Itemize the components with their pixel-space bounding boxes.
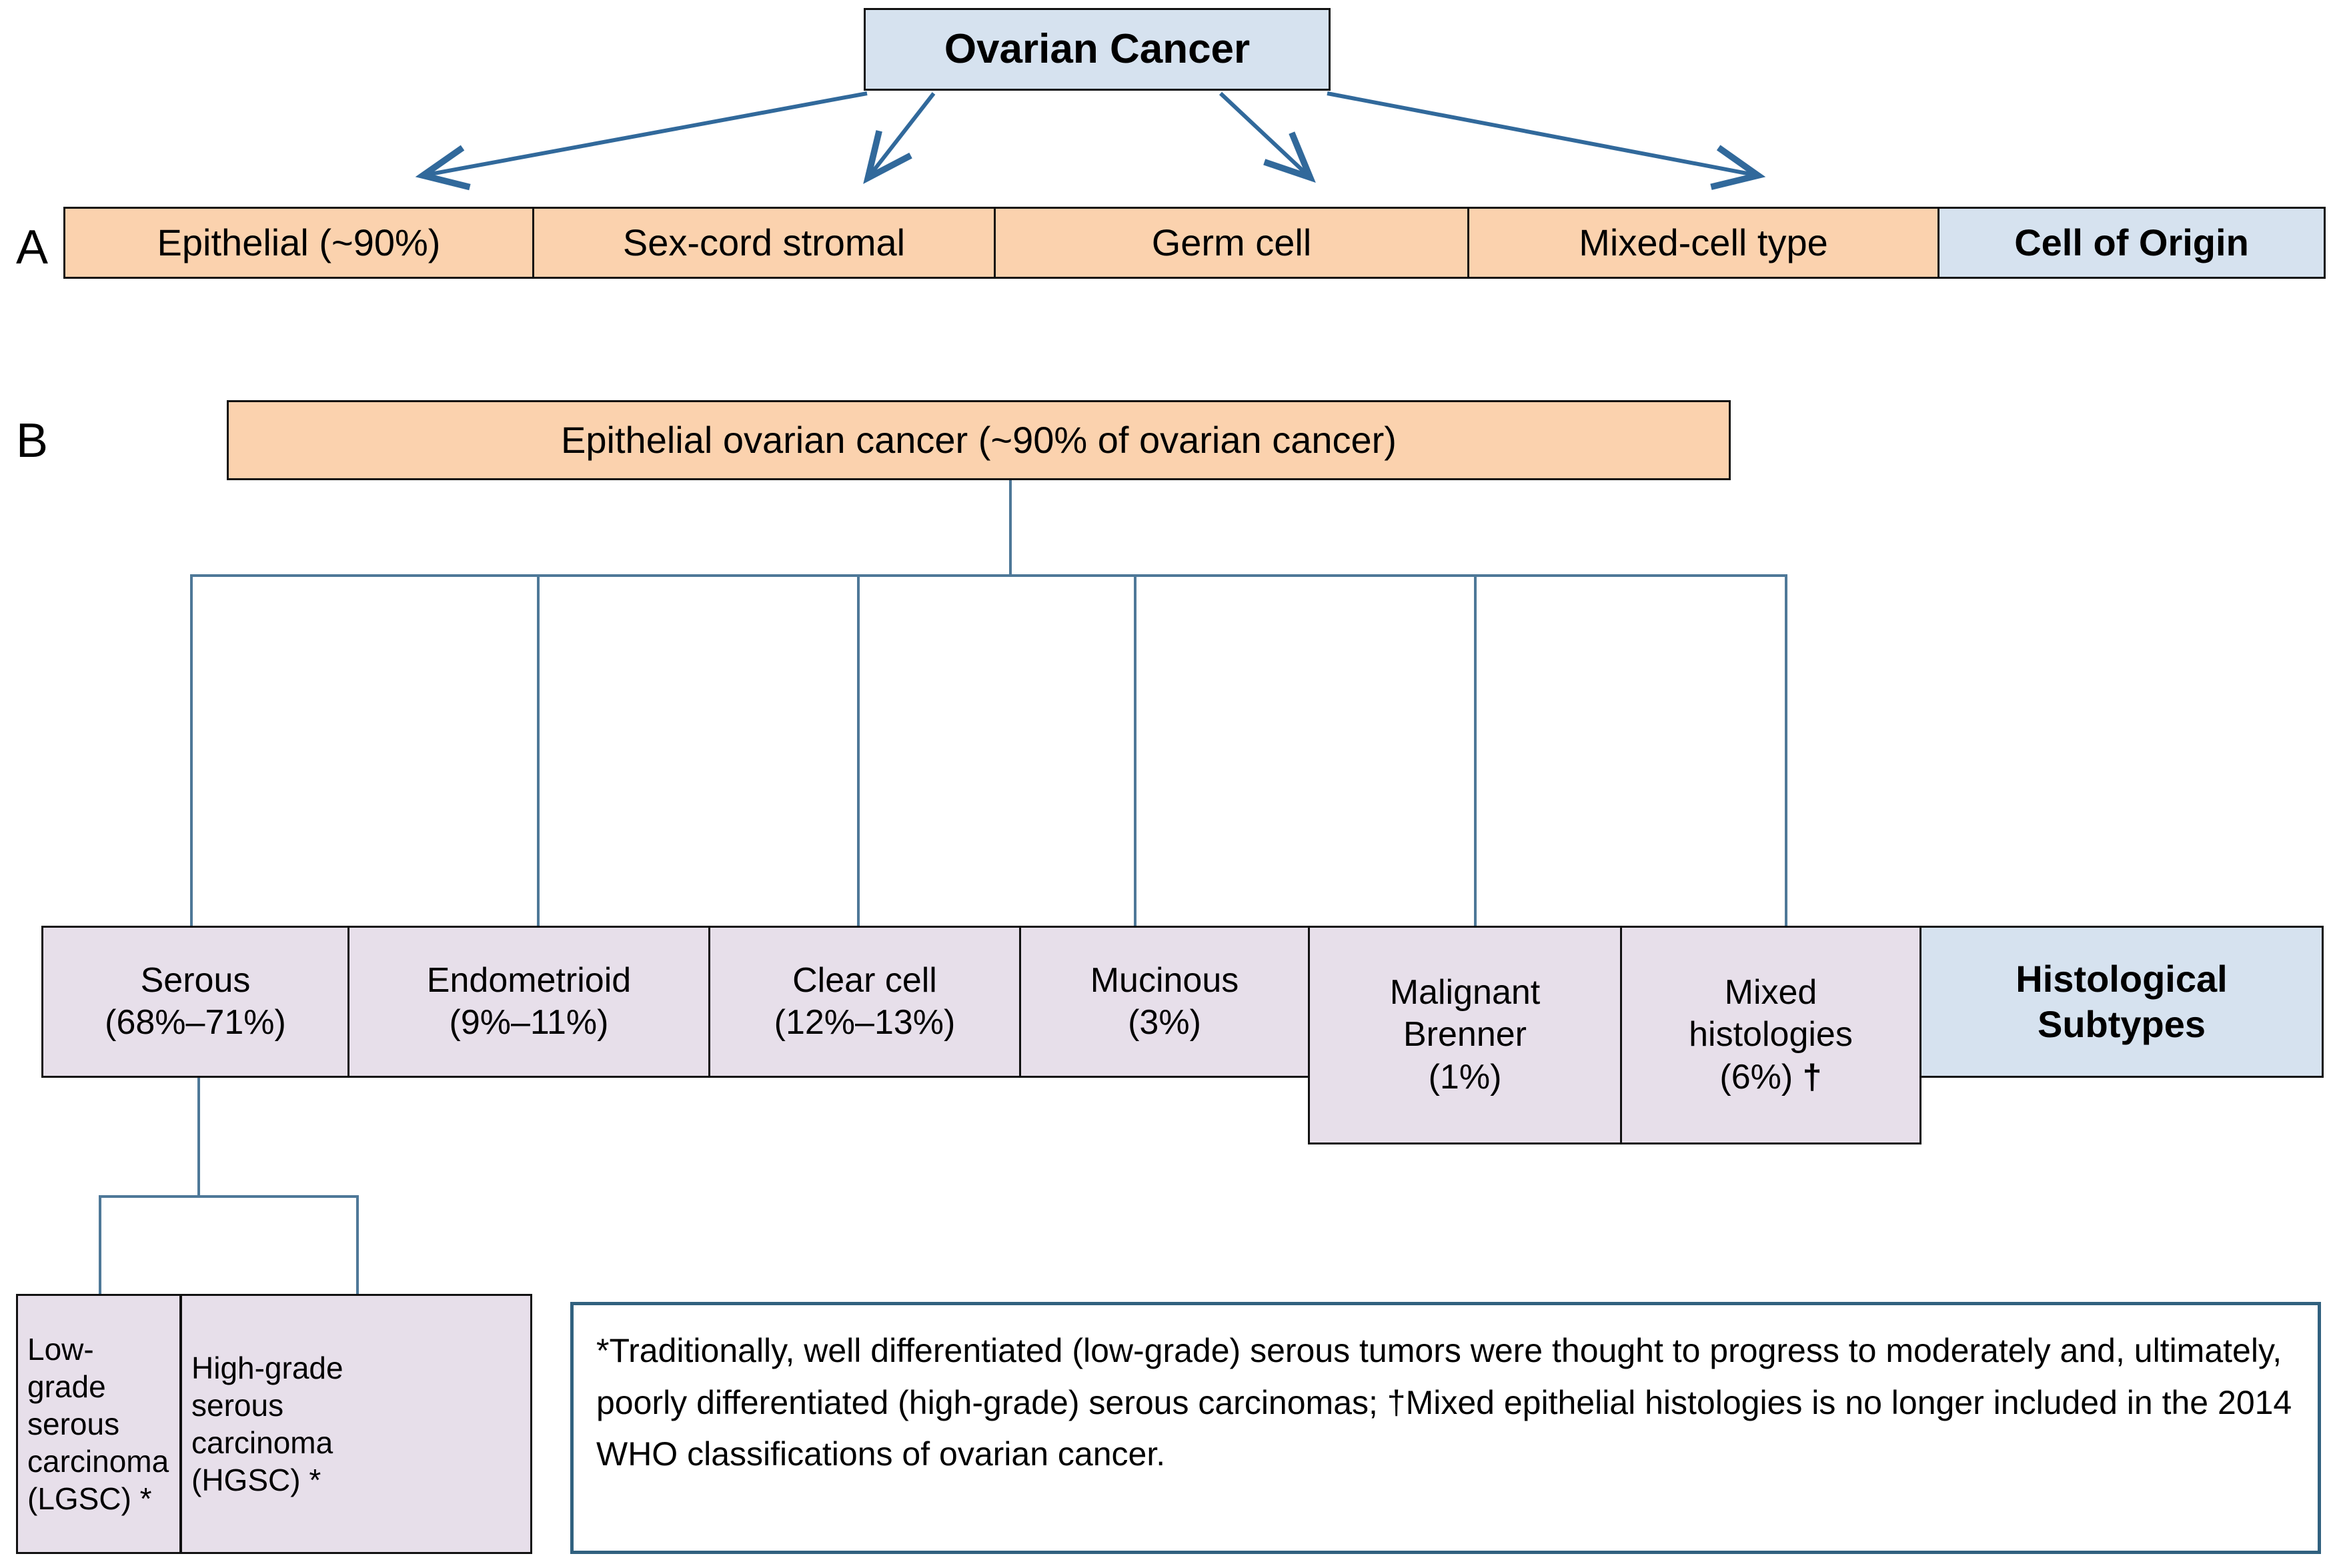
cell-of-origin-epithelial-label: Epithelial (~90%) — [157, 221, 441, 263]
cell-of-origin-mixed-cell-type: Mixed-cell type — [1467, 207, 1939, 279]
histological-subtypes-row-label-line2: Subtypes — [2037, 1003, 2206, 1045]
subtype-endometrioid: Endometrioid (9%–11%) — [347, 926, 710, 1078]
serous-grade-lgsc: Low-grade serous carcinoma (LGSC) * — [16, 1294, 181, 1554]
subtype-mucinous: Mucinous (3%) — [1019, 926, 1310, 1078]
subtype-clear-cell-name: Clear cell — [792, 960, 937, 1000]
connector-drop-mucinous — [1134, 574, 1136, 926]
subtype-endometrioid-pct: (9%–11%) — [449, 1003, 609, 1042]
cell-of-origin-row-label: Cell of Origin — [1937, 207, 2326, 279]
subtype-malignant-brenner-name: Malignant Brenner — [1389, 972, 1541, 1054]
serous-grade-lgsc-line2: serous — [27, 1406, 120, 1441]
subtype-clear-cell: Clear cell (12%–13%) — [708, 926, 1021, 1078]
footnote-text: *Traditionally, well differentiated (low… — [596, 1332, 2292, 1473]
epithelial-ovarian-cancer-header: Epithelial ovarian cancer (~90% of ovari… — [227, 400, 1731, 480]
subtype-serous-pct: (68%–71%) — [105, 1003, 286, 1042]
root-node-label: Ovarian Cancer — [944, 26, 1251, 73]
cell-of-origin-epithelial: Epithelial (~90%) — [63, 207, 534, 279]
serous-grade-lgsc-line4: (LGSC) * — [27, 1481, 152, 1517]
subtype-endometrioid-name: Endometrioid — [426, 960, 632, 1000]
arrow-to-mixed-cell-type — [1327, 91, 1766, 190]
panel-b-label: B — [16, 414, 49, 468]
subtype-mucinous-name: Mucinous — [1090, 960, 1239, 1000]
epithelial-ovarian-cancer-header-label: Epithelial ovarian cancer (~90% of ovari… — [561, 418, 1397, 461]
subtype-malignant-brenner-pct: (1%) — [1428, 1057, 1502, 1096]
subtype-serous-name: Serous — [140, 960, 251, 1000]
subtype-mucinous-pct: (3%) — [1128, 1003, 1201, 1042]
connector-drop-serous — [190, 574, 193, 926]
histological-subtypes-row-label-line1: Histological — [2016, 957, 2228, 1000]
subtype-mixed-histologies: Mixed histologies (6%) † — [1620, 926, 1921, 1144]
serous-grade-hgsc-line3: carcinoma — [191, 1425, 333, 1460]
connector-drop-clear-cell — [857, 574, 860, 926]
connector-drop-malignant-brenner — [1474, 574, 1477, 926]
cell-of-origin-mixed-cell-type-label: Mixed-cell type — [1579, 221, 1828, 263]
cell-of-origin-sex-cord-stromal-label: Sex-cord stromal — [622, 221, 906, 263]
connector-serous-stem — [197, 1078, 200, 1198]
subtype-mixed-histologies-name: Mixed histologies — [1689, 972, 1853, 1054]
cell-of-origin-germ-cell: Germ cell — [994, 207, 1469, 279]
subtype-mixed-histologies-pct-value: (6%) — [1719, 1057, 1793, 1096]
serous-grade-hgsc-line4: (HGSC) * — [191, 1463, 321, 1498]
connector-drop-lgsc — [99, 1195, 101, 1297]
connector-drop-hgsc — [356, 1195, 359, 1297]
histological-subtypes-row-label: Histological Subtypes — [1919, 926, 2324, 1078]
panel-a-label: A — [16, 221, 49, 274]
connector-serous-split-bus — [99, 1195, 359, 1198]
serous-grade-hgsc-line2: serous — [191, 1387, 284, 1423]
arrow-to-germ-cell — [1219, 91, 1316, 183]
subtype-mixed-histologies-pct: (6%) † — [1719, 1056, 1821, 1098]
connector-drop-mixed-histologies — [1785, 574, 1787, 926]
connector-drop-endometrioid — [537, 574, 540, 926]
cell-of-origin-row-label-text: Cell of Origin — [2014, 221, 2249, 263]
arrow-to-sex-cord-stromal — [863, 92, 936, 184]
serous-grade-hgsc-line1: High-grade — [191, 1350, 343, 1385]
serous-grade-lgsc-line1: Low-grade — [27, 1331, 106, 1404]
subtype-clear-cell-pct: (12%–13%) — [774, 1003, 956, 1042]
dagger-icon: † — [1793, 1057, 1822, 1096]
arrow-to-epithelial — [415, 91, 868, 191]
cell-of-origin-sex-cord-stromal: Sex-cord stromal — [532, 207, 996, 279]
subtype-serous: Serous (68%–71%) — [41, 926, 349, 1078]
subtype-malignant-brenner: Malignant Brenner (1%) — [1308, 926, 1622, 1144]
connector-horizontal-bus — [190, 574, 1787, 577]
serous-grade-lgsc-line3: carcinoma — [27, 1444, 169, 1479]
cell-of-origin-germ-cell-label: Germ cell — [1151, 221, 1312, 263]
root-node-ovarian-cancer: Ovarian Cancer — [864, 8, 1331, 91]
connector-header-stem — [1009, 480, 1012, 576]
footnote-box: *Traditionally, well differentiated (low… — [570, 1302, 2321, 1554]
serous-grade-hgsc: High-grade serous carcinoma (HGSC) * — [180, 1294, 532, 1554]
